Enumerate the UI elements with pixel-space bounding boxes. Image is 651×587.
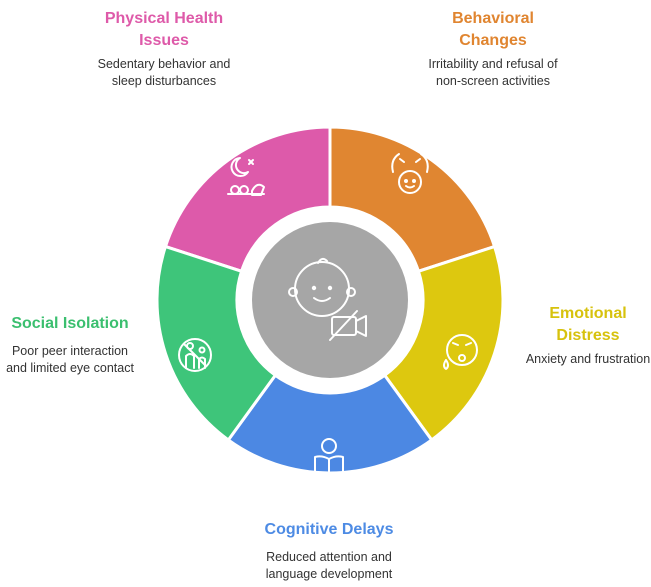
physical-title-line-2: Issues (139, 32, 189, 49)
sleep-and-lying-icon (227, 157, 265, 196)
behavioral-desc-line-2: non-screen activities (436, 74, 550, 88)
cognitive-desc-line-1: Reduced attention and (266, 550, 392, 564)
emotional-desc: Anxiety and frustration (525, 351, 651, 368)
social-desc-line-1: Poor peer interaction (11, 344, 129, 358)
behavioral-title: Behavioral Changes (418, 8, 568, 52)
segment-behavioral (328, 125, 497, 274)
emotional-desc-line-1: Anxiety and frustration (525, 352, 651, 366)
behavioral-desc: Irritability and refusal of non-screen a… (418, 56, 568, 90)
segment-cognitive (226, 373, 434, 475)
label-emotional: Emotional Distress Anxiety and frustrati… (525, 303, 651, 368)
segment-emotional (382, 244, 505, 443)
emotional-title-line-2: Distress (556, 327, 620, 344)
physical-desc: Sedentary behavior and sleep disturbance… (94, 56, 234, 90)
social-desc-line-2: and limited eye contact (6, 361, 134, 375)
cognitive-desc-line-2: language development (265, 567, 393, 581)
label-social: Social Isolation Poor peer interaction a… (0, 313, 140, 377)
reading-book-icon (314, 438, 344, 478)
social-title-line-1: Social Isolation (11, 315, 129, 332)
behavioral-title-line-1: Behavioral (452, 10, 534, 27)
social-title: Social Isolation (0, 313, 140, 335)
emotional-title: Emotional Distress (525, 303, 651, 347)
physical-desc-line-2: sleep disturbances (111, 74, 217, 88)
emotional-title-line-1: Emotional (549, 305, 627, 322)
center-circle (252, 222, 408, 378)
cognitive-title-line-1: Cognitive Delays (264, 521, 394, 538)
cognitive-desc: Reduced attention and language developme… (249, 549, 409, 583)
segment-physical (163, 125, 332, 274)
label-physical: Physical Health Issues Sedentary behavio… (94, 8, 234, 90)
baby-no-video-icon (288, 257, 367, 341)
no-people-icon (178, 338, 212, 372)
child-hands-icon (391, 153, 429, 194)
social-desc: Poor peer interaction and limited eye co… (0, 343, 140, 377)
physical-title: Physical Health Issues (94, 8, 234, 52)
cognitive-title: Cognitive Delays (249, 519, 409, 541)
physical-title-line-1: Physical Health (104, 10, 224, 27)
behavioral-title-line-2: Changes (459, 32, 527, 49)
segment-social (155, 244, 278, 443)
distressed-face-icon (443, 334, 478, 370)
label-cognitive: Cognitive Delays Reduced attention and l… (249, 519, 409, 583)
behavioral-desc-line-1: Irritability and refusal of (428, 57, 558, 71)
label-behavioral: Behavioral Changes Irritability and refu… (418, 8, 568, 90)
physical-desc-line-1: Sedentary behavior and (97, 57, 231, 71)
